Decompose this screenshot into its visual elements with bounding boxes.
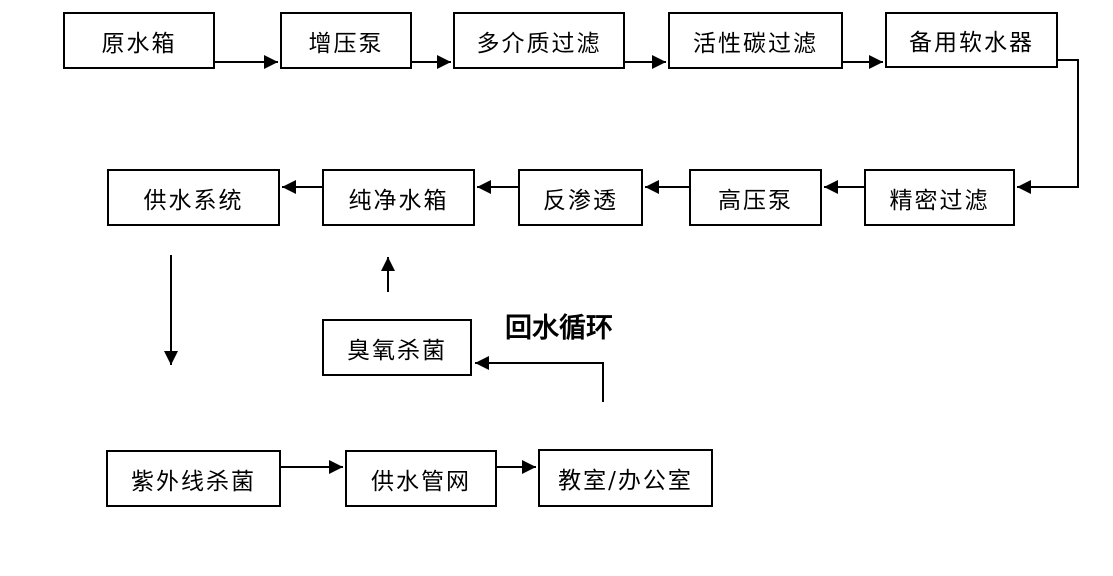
node-reverse-osmosis: 反渗透 [518,169,643,226]
node-backup-water-softener: 备用软水器 [885,12,1058,68]
node-high-pressure-pump: 高压泵 [689,169,822,226]
node-ozone-sterilization: 臭氧杀菌 [322,319,472,376]
node-uv-sterilization: 紫外线杀菌 [106,450,281,507]
node-water-supply-network: 供水管网 [345,450,497,507]
node-precision-filter: 精密过滤 [864,169,1015,226]
node-activated-carbon-filter: 活性碳过滤 [668,12,843,69]
node-raw-water-tank: 原水箱 [63,12,215,69]
node-multi-media-filter: 多介质过滤 [453,12,625,69]
node-water-supply-system: 供水系统 [107,169,280,226]
return-water-circulation-label: 回水循环 [505,313,613,344]
node-booster-pump: 增压泵 [280,12,412,69]
node-classroom-office: 教室/办公室 [538,449,713,507]
node-pure-water-tank: 纯净水箱 [322,169,475,226]
